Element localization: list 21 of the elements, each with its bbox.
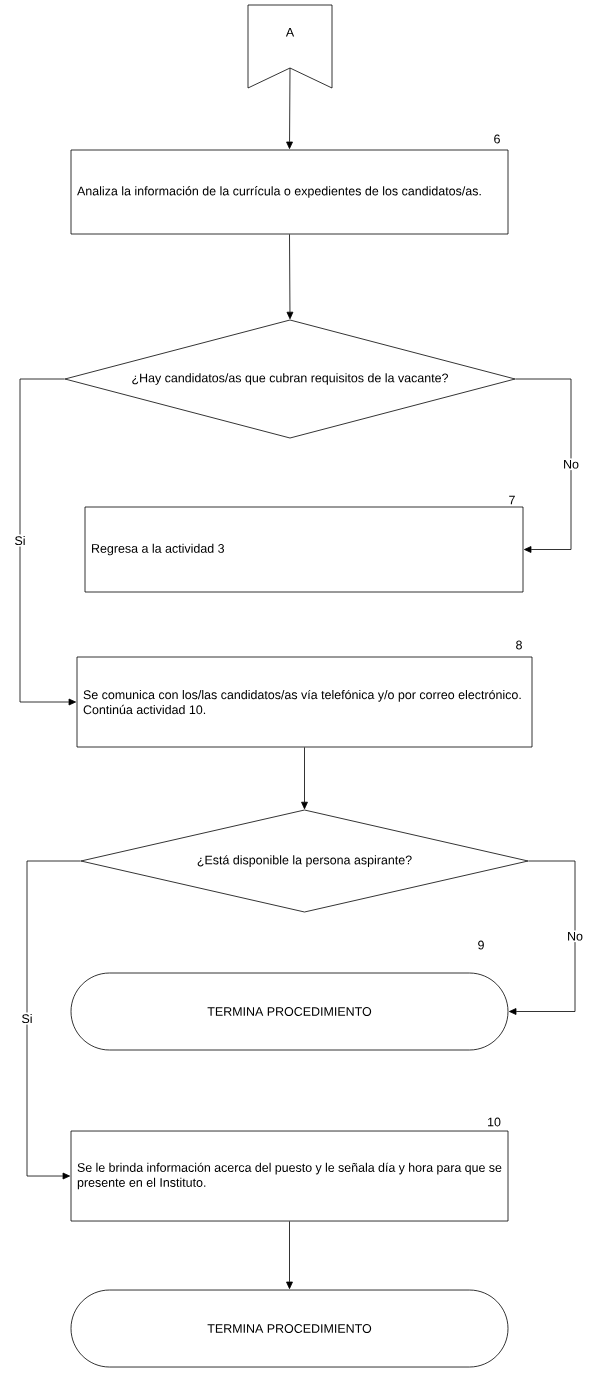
step-number: 8 [516, 640, 522, 650]
step-number: 6 [494, 134, 500, 144]
edge-label: No [561, 458, 581, 471]
arrow [19, 378, 76, 706]
process-box: Se comunica con los/las candidatos/as vía telefónica y/o por correo electrónico. Continúa actividad 10. [76, 656, 533, 748]
arrow [514, 378, 572, 553]
arrow [301, 747, 308, 810]
step-number: 7 [509, 495, 515, 505]
step-number: 10 [488, 1117, 501, 1127]
process-box: Se le brinda información acerca del puesto y le señala día y hora para que se presente en el Instituto. [70, 1130, 509, 1222]
arrow [286, 234, 294, 320]
arrow [286, 1221, 293, 1290]
process-box: Regresa a la actividad 3 [84, 506, 524, 593]
process-box: Analiza la información de la currícula o expedientes de los candidatos/as. [70, 149, 509, 235]
edge-label: No [565, 930, 585, 943]
off-page-connector: A [247, 4, 333, 89]
arrow [26, 860, 82, 1180]
edge-label: Si [19, 1012, 35, 1025]
arrow [509, 860, 576, 1015]
edge-label: Si [12, 534, 28, 547]
step-number: 9 [478, 940, 484, 950]
